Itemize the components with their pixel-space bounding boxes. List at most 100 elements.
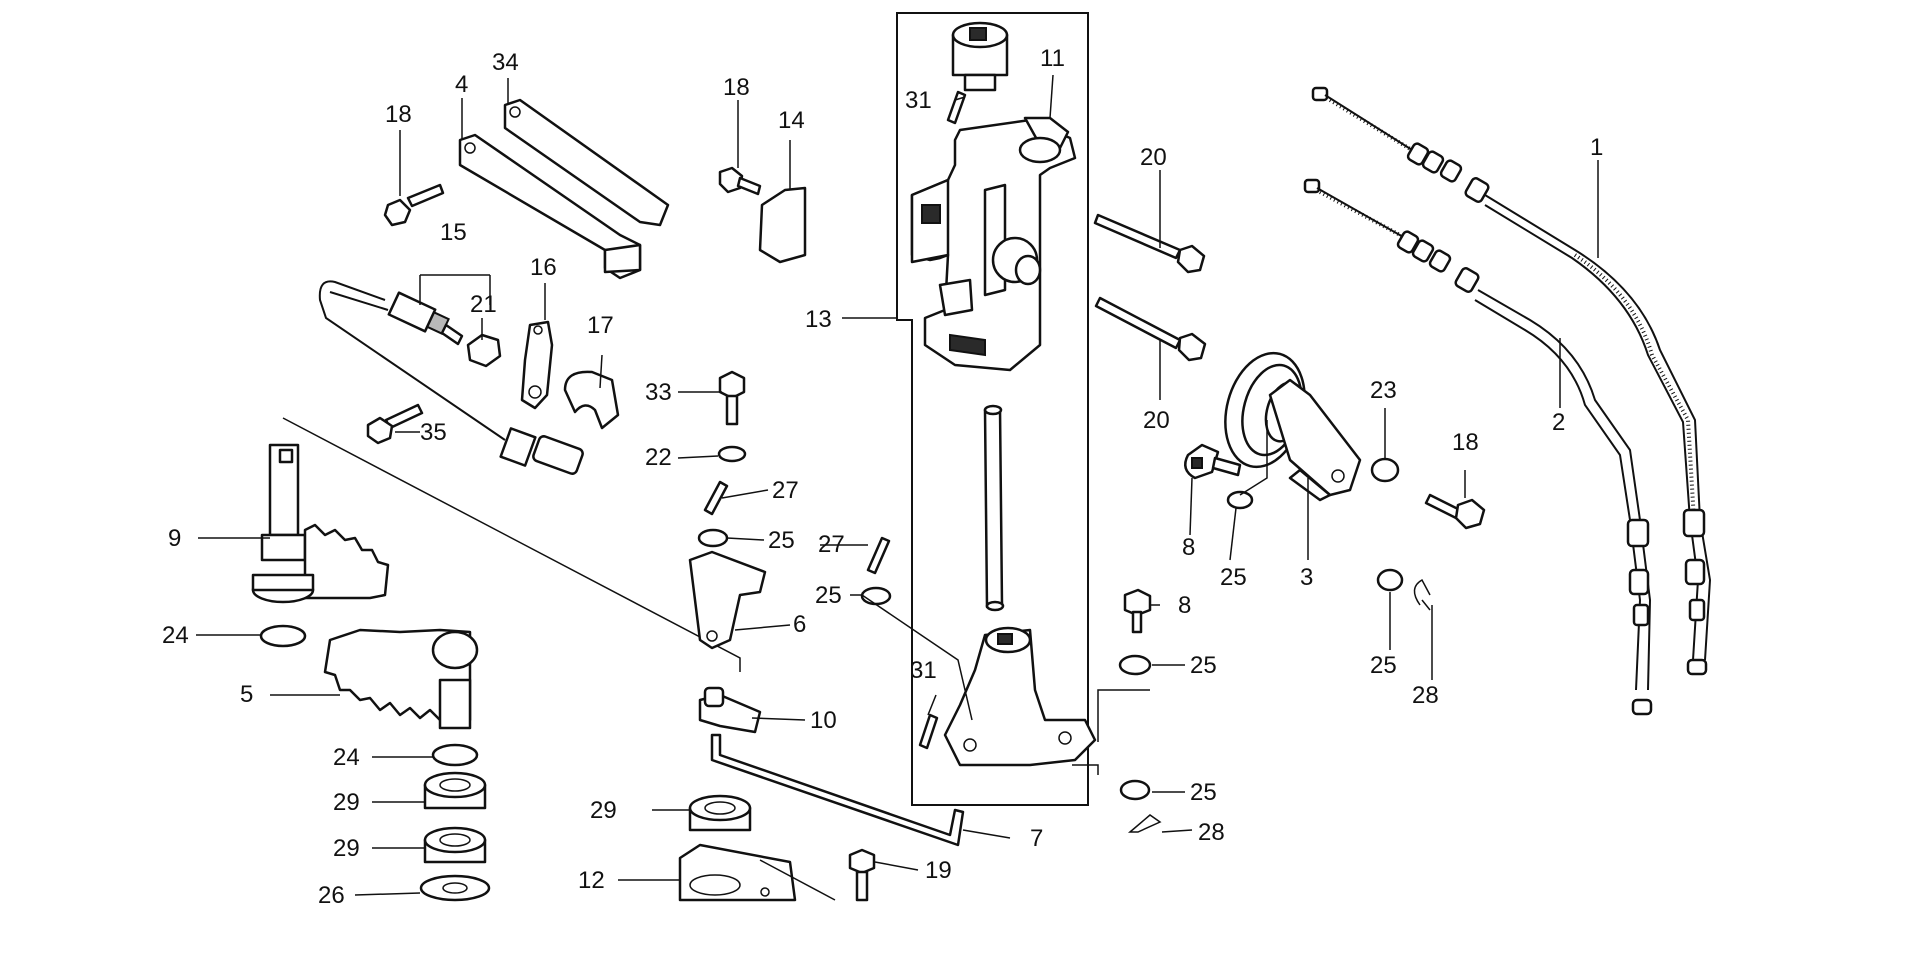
label-18-left: 18 (385, 101, 412, 128)
bearing-29-c (688, 794, 752, 832)
part-5-gear (323, 628, 479, 730)
bolt-19 (848, 848, 876, 902)
label-29-c: 29 (590, 797, 617, 824)
bearing-29-b (423, 826, 487, 864)
label-20-a: 20 (1140, 144, 1167, 171)
washer-22 (717, 445, 747, 463)
label-31-a: 31 (905, 87, 932, 114)
reference-line (282, 417, 741, 672)
label-16: 16 (530, 254, 557, 281)
washer-24-a (259, 624, 307, 648)
clip-28-b (1413, 578, 1431, 611)
label-29-a: 29 (333, 789, 360, 816)
part-34-bar (503, 98, 670, 227)
part-12-housing (678, 843, 836, 902)
label-4: 4 (455, 71, 468, 98)
washer-25-d (1118, 654, 1152, 676)
bolt-18-right (1424, 493, 1486, 530)
leader-lines (196, 74, 1599, 896)
label-25-f: 25 (1370, 652, 1397, 679)
label-27-b: 27 (818, 531, 845, 558)
label-25-b: 25 (815, 582, 842, 609)
label-7: 7 (1030, 825, 1043, 852)
washer-25-a (697, 528, 729, 548)
label-25-c: 25 (1220, 564, 1247, 591)
part-13-shift-bracket (910, 116, 1077, 372)
bolt-18-middle (718, 166, 762, 196)
part-15-sensor (318, 280, 584, 475)
label-19: 19 (925, 857, 952, 884)
label-5: 5 (240, 681, 253, 708)
label-8-b: 8 (1178, 592, 1191, 619)
label-6: 6 (793, 611, 806, 638)
label-3: 3 (1300, 564, 1313, 591)
label-11: 11 (1040, 45, 1065, 72)
part-4-bracket (458, 133, 642, 280)
label-23: 23 (1370, 377, 1397, 404)
label-25-a: 25 (768, 527, 795, 554)
pin-27-a (703, 480, 729, 516)
part-21-nut (466, 333, 502, 368)
bolt-20-a (1093, 213, 1206, 274)
part-26-washer (419, 874, 491, 902)
label-1: 1 (1590, 134, 1603, 161)
bolt-35 (366, 403, 424, 445)
label-29-b: 29 (333, 835, 360, 862)
label-24-b: 24 (333, 744, 360, 771)
pin-31-b (918, 713, 939, 750)
washer-25-f (1376, 568, 1404, 592)
label-14: 14 (778, 107, 805, 134)
part-8-pin-b (1123, 588, 1152, 634)
part-8-pin-a (1183, 443, 1242, 480)
part-3-pulley-arm (1224, 351, 1362, 502)
label-10: 10 (810, 707, 837, 734)
label-12: 12 (578, 867, 605, 894)
shift-lever-assembly (943, 626, 1097, 767)
washer-25-c (1226, 490, 1254, 510)
label-28-b: 28 (1412, 682, 1439, 709)
label-17: 17 (587, 312, 614, 339)
part-16-plate (520, 320, 554, 410)
label-33: 33 (645, 379, 672, 406)
part-6-lever (688, 550, 767, 650)
bolt-20-b (1094, 296, 1207, 362)
label-31-b: 31 (910, 657, 937, 684)
bolt-33 (718, 370, 746, 426)
washer-25-b (860, 586, 892, 606)
label-2: 2 (1552, 409, 1565, 436)
label-9: 9 (168, 525, 181, 552)
label-8-a: 8 (1182, 534, 1195, 561)
bolt-18-left (383, 183, 445, 227)
label-28-a: 28 (1198, 819, 1225, 846)
pin-31-a (946, 90, 967, 125)
label-20-b: 20 (1143, 407, 1170, 434)
cable-2 (1303, 178, 1653, 716)
callout-labels: 34 4 18 15 16 21 17 35 9 24 5 24 29 29 2… (162, 45, 1603, 909)
part-10-joint (698, 686, 762, 734)
washer-25-e (1119, 779, 1151, 801)
label-26: 26 (318, 882, 345, 909)
label-15: 15 (440, 219, 467, 246)
part-7-rod (710, 733, 965, 847)
part-9-shaft (251, 443, 390, 604)
washer-23 (1370, 457, 1400, 483)
pin-27-b (866, 536, 891, 575)
label-27-a: 27 (772, 477, 799, 504)
cap-part (951, 21, 1009, 92)
label-21: 21 (470, 291, 497, 318)
clip-28-a (1127, 814, 1162, 833)
label-34: 34 (492, 49, 519, 76)
part-14-bracket (758, 186, 807, 264)
shift-rod (983, 404, 1005, 612)
label-22: 22 (645, 444, 672, 471)
label-25-d: 25 (1190, 652, 1217, 679)
bearing-29-a (423, 771, 487, 810)
label-18-middle: 18 (723, 74, 750, 101)
cable-1 (1311, 86, 1712, 676)
label-13: 13 (805, 306, 832, 333)
part-17-clamp (563, 370, 620, 430)
label-18-right: 18 (1452, 429, 1479, 456)
washer-24-b (431, 743, 479, 767)
assembly-frame (896, 12, 1089, 806)
